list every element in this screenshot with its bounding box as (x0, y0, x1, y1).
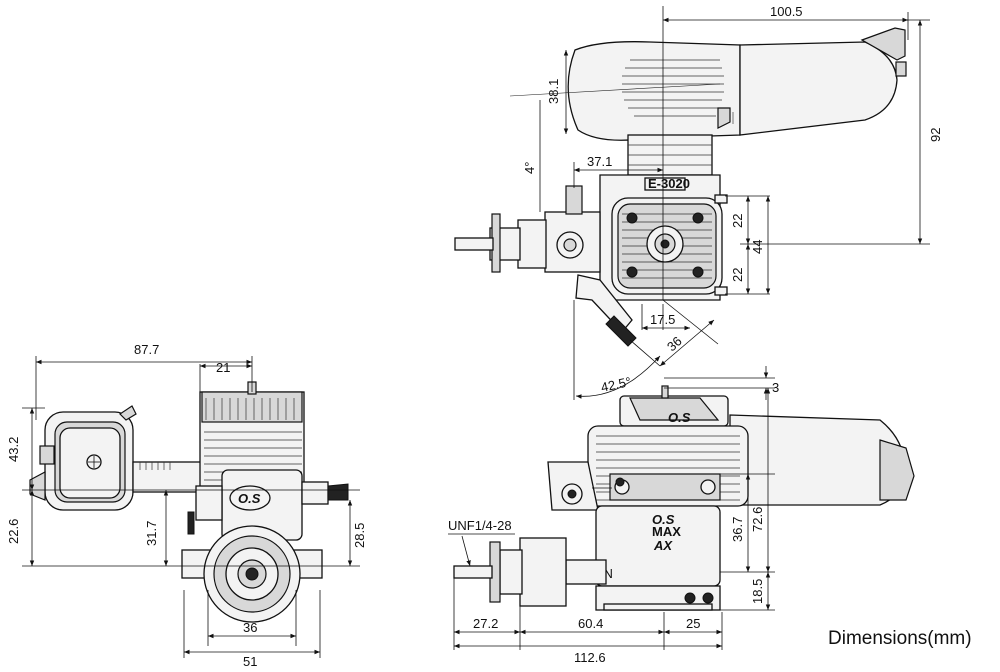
dim-top-37-1: 37.1 (587, 154, 612, 169)
dim-side-36-7: 36.7 (730, 517, 745, 542)
cylinder-mark: E-3020 (648, 176, 690, 191)
dimension-lines (22, 6, 930, 658)
dim-mount-total: 44 (750, 240, 765, 254)
dim-front-43-2: 43.2 (6, 437, 21, 462)
dim-angle-42-5: 42.5° (600, 374, 633, 395)
muffler-top (567, 27, 907, 141)
dim-front-36: 36 (243, 620, 257, 635)
side-model-brand: O.S (652, 512, 675, 527)
front-view: O.S (29, 381, 349, 623)
dim-mount-upper: 22 (730, 214, 745, 228)
dim-side-112-6: 112.6 (574, 650, 606, 665)
dim-carb-36: 36 (664, 333, 685, 354)
dim-bottom-17-5: 17.5 (650, 312, 675, 327)
dim-side-60-4: 60.4 (578, 616, 603, 631)
side-brand: O.S (668, 410, 691, 425)
muffler-ribs (622, 59, 724, 117)
dim-front-width: 87.7 (134, 342, 159, 357)
dim-side-27-2: 27.2 (473, 616, 498, 631)
dim-height-top: 92 (928, 128, 943, 142)
dimensions-caption: Dimensions(mm) (828, 628, 972, 649)
dim-overall-top-length: 100.5 (770, 4, 803, 19)
dim-mount-lower: 22 (730, 268, 745, 282)
dim-muffler-offset: 38.1 (546, 79, 561, 104)
dim-side-25: 25 (686, 616, 700, 631)
dim-front-51: 51 (243, 654, 257, 669)
side-model: MAX (652, 524, 681, 539)
side-model-code: AX (653, 538, 673, 553)
dim-front-31-7: 31.7 (144, 521, 159, 546)
thread-label: UNF1/4-28 (448, 518, 512, 533)
top-view: E-3020 (454, 27, 907, 347)
dim-side-18-5: 18.5 (750, 579, 765, 604)
front-brand: O.S (238, 491, 261, 506)
dim-side-72-6: 72.6 (750, 507, 765, 532)
dim-angle-small: 4° (522, 162, 537, 174)
dim-front-28-5: 28.5 (352, 523, 367, 548)
dimension-labels: 100.5 38.1 92 4° 37.1 22 22 44 17.5 36 4… (6, 4, 943, 669)
dim-side-3: 3 (772, 380, 779, 395)
dim-front-22-6: 22.6 (6, 519, 21, 544)
dim-front-21: 21 (216, 360, 230, 375)
side-view: O.S O.S MAX AX JAPAN (453, 385, 915, 611)
